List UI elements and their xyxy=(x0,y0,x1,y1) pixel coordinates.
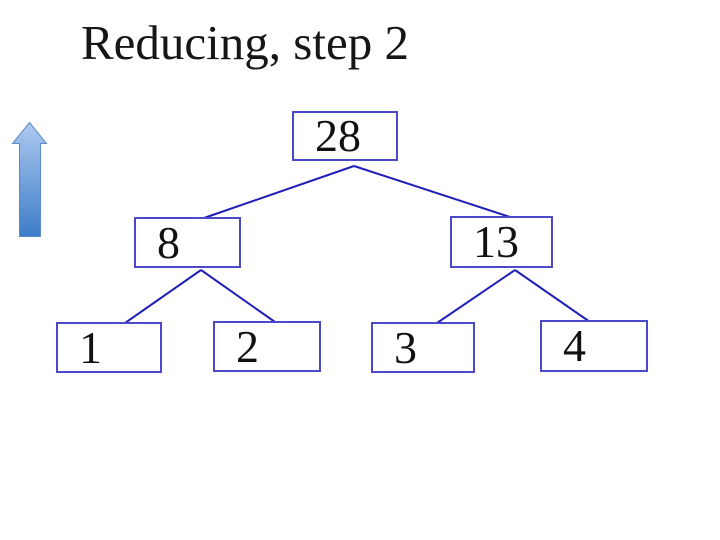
tree-edge-root-right xyxy=(353,165,511,218)
up-arrow-icon xyxy=(11,121,48,237)
tree-node-leaf-3: 3 xyxy=(371,322,475,373)
tree-node-right: 13 xyxy=(450,216,553,268)
tree-node-left: 8 xyxy=(134,217,241,268)
tree-edge-root-left xyxy=(203,165,355,219)
tree-node-leaf-4: 4 xyxy=(540,320,648,372)
tree-edge-right-leaf-3 xyxy=(436,269,516,324)
tree-node-leaf-1: 1 xyxy=(56,322,162,373)
tree-edge-left-leaf-2 xyxy=(200,269,276,323)
tree-edge-left-leaf-1 xyxy=(124,269,202,324)
slide-title: Reducing, step 2 xyxy=(81,15,409,70)
tree-node-root: 28 xyxy=(292,111,398,161)
tree-edge-right-leaf-4 xyxy=(514,269,591,323)
tree-node-leaf-2: 2 xyxy=(213,321,321,372)
